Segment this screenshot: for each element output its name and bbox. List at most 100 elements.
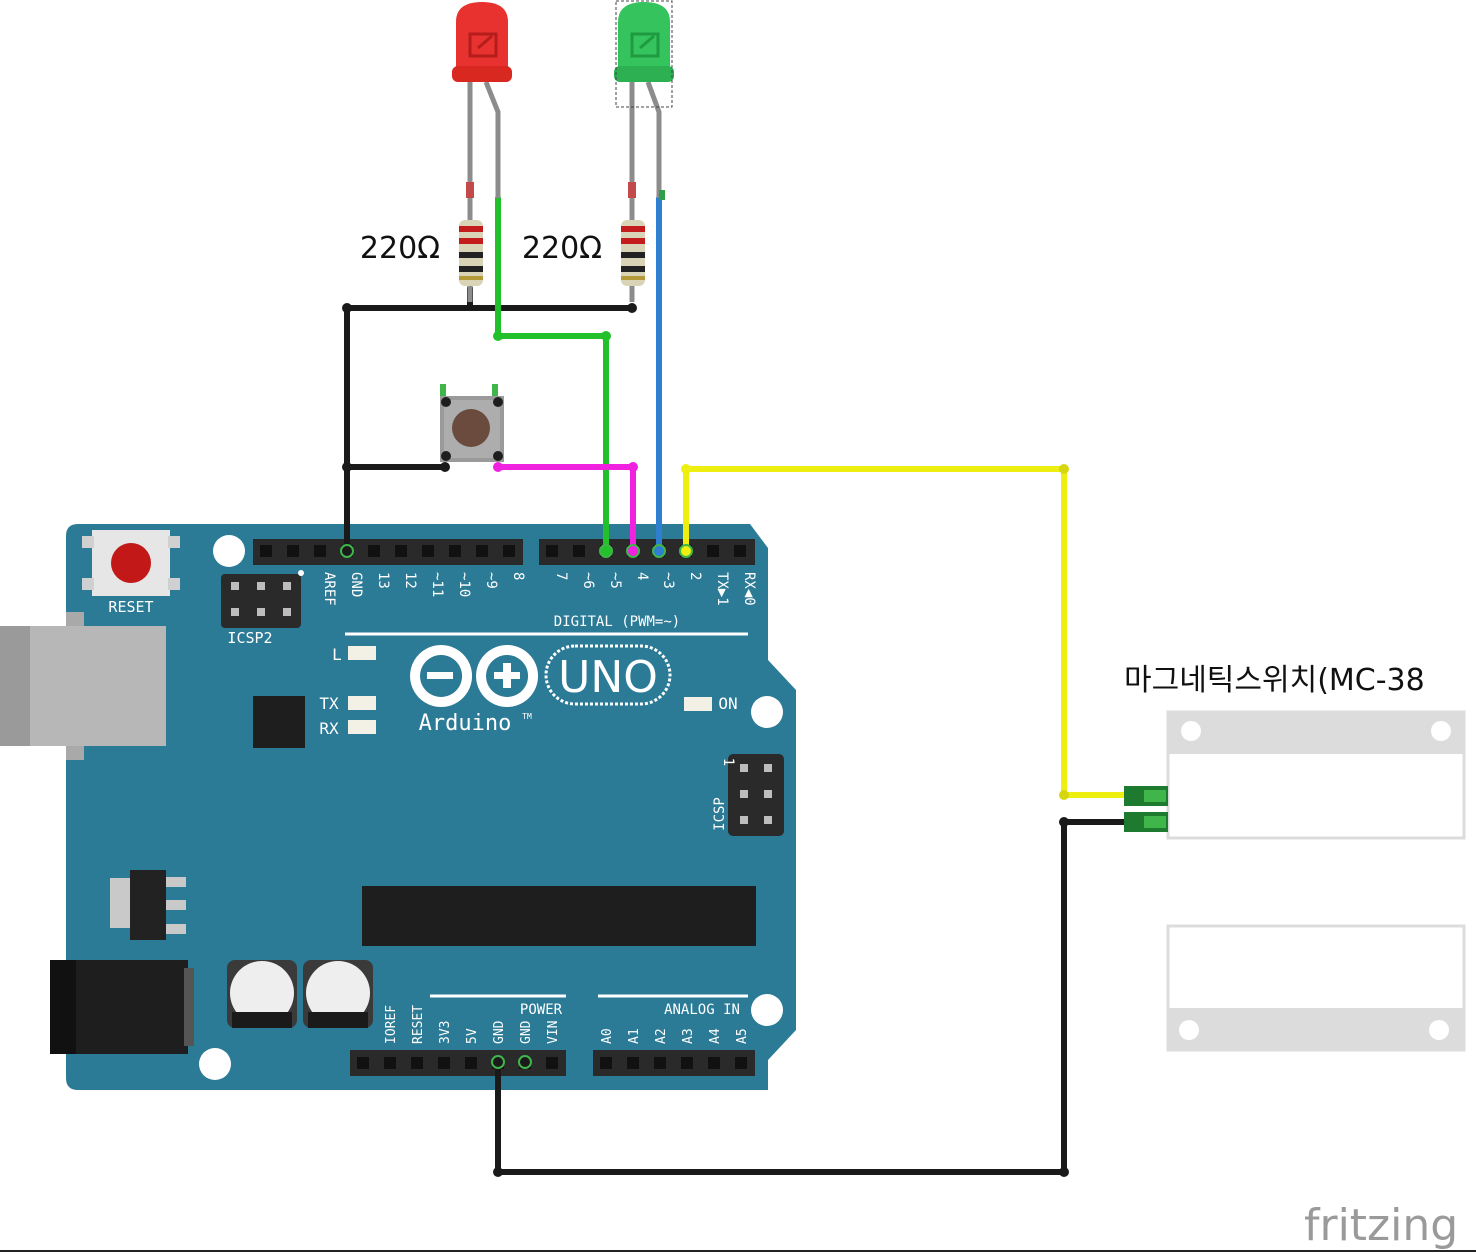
pin-hole xyxy=(368,545,380,557)
icsp-header xyxy=(728,754,784,836)
mount-hole xyxy=(751,696,783,728)
magnetic-switch-label: 마그네틱스위치(MC-38 xyxy=(1124,663,1425,698)
mount-hole xyxy=(751,994,783,1026)
usb-connector xyxy=(0,612,166,760)
pin-hole xyxy=(735,1057,747,1069)
magnetic-switch-magnet xyxy=(1166,924,1466,1052)
power-pin-label: IOREF xyxy=(384,1005,399,1044)
fritzing-watermark: fritzing xyxy=(1304,1200,1458,1251)
pin-hole xyxy=(627,1057,639,1069)
top-pin-label: AREF xyxy=(321,572,337,606)
red-led xyxy=(452,2,512,198)
resistor-label-green: 220Ω xyxy=(522,231,602,266)
pin-hole xyxy=(260,545,272,557)
led-on xyxy=(684,697,712,711)
top-pin-label: ~6 xyxy=(580,572,596,589)
capacitor xyxy=(303,960,373,1028)
power-pin-label: 5V xyxy=(465,1028,480,1044)
led-tx xyxy=(348,696,376,710)
voltage-regulator xyxy=(110,870,186,940)
top-pin-holes xyxy=(260,545,746,557)
top-pin-label: ~9 xyxy=(483,572,499,589)
top-pin-label: 13 xyxy=(375,572,391,589)
resistor-red-led xyxy=(459,198,483,302)
led-l xyxy=(348,646,376,660)
pin-hole xyxy=(503,545,515,557)
bottom-pin-holes xyxy=(357,1057,747,1069)
wire-red-led-pin5 xyxy=(495,195,609,554)
selection-box xyxy=(615,0,673,108)
pin-hole xyxy=(546,1057,558,1069)
power-pin-label: GND xyxy=(519,1020,534,1044)
top-pin-label: 12 xyxy=(402,572,418,589)
pin-hole xyxy=(411,1057,423,1069)
mount-hole xyxy=(213,535,245,567)
pin-hole xyxy=(287,545,299,557)
icsp2-header xyxy=(221,570,304,628)
pin-hole xyxy=(681,1057,693,1069)
digital-label: DIGITAL (PWM=~) xyxy=(554,614,680,630)
analog-header xyxy=(593,1050,755,1076)
analog-pin-label: A3 xyxy=(681,1028,696,1044)
pin-hole xyxy=(465,1057,477,1069)
led-tx-label: TX xyxy=(319,694,339,713)
pin-hole xyxy=(654,1057,666,1069)
capacitor xyxy=(227,960,297,1028)
power-jack xyxy=(50,960,194,1054)
uno-badge xyxy=(544,644,672,706)
pin-contacts xyxy=(340,544,693,1069)
analog-pin-label: A5 xyxy=(735,1028,750,1044)
analog-pin-label: A2 xyxy=(654,1028,669,1044)
power-pin-label: VIN xyxy=(546,1021,561,1044)
pin-hole xyxy=(357,1057,369,1069)
pin-hole xyxy=(476,545,488,557)
top-pin-label: ~11 xyxy=(429,572,445,597)
pin-hole xyxy=(395,545,407,557)
usb-chip xyxy=(253,696,305,748)
mount-hole xyxy=(199,1048,231,1080)
pin-hole xyxy=(384,1057,396,1069)
uno-text: UNO xyxy=(558,652,658,703)
analog-pin-label: A0 xyxy=(600,1028,615,1044)
top-pin-label: GND xyxy=(348,572,364,597)
resistor-label-red: 220Ω xyxy=(360,231,440,266)
top-pin-label: ~3 xyxy=(660,572,676,589)
top-pin-label: 2 xyxy=(687,572,703,580)
analog-pin-label: A4 xyxy=(708,1028,723,1044)
power-label: POWER xyxy=(520,1002,563,1018)
pin-hole xyxy=(422,545,434,557)
led-rx xyxy=(348,720,376,734)
power-pin-label: GND xyxy=(492,1020,507,1044)
led-on-label: ON xyxy=(718,694,737,713)
reset-button[interactable] xyxy=(82,530,180,596)
pin-hole xyxy=(573,545,585,557)
top-pin-label: 7 xyxy=(553,572,569,580)
digital-header-low xyxy=(539,539,755,565)
analog-label: ANALOG IN xyxy=(664,1002,740,1018)
pin-hole xyxy=(546,545,558,557)
pin-hole xyxy=(438,1057,450,1069)
reset-label: RESET xyxy=(108,598,153,616)
pin-hole xyxy=(708,1057,720,1069)
arduino-logo xyxy=(410,645,539,707)
pin-hole xyxy=(600,1057,612,1069)
icsp-label: ICSP xyxy=(712,797,728,831)
pin-hole xyxy=(734,545,746,557)
top-pin-label: TX▶1 xyxy=(714,572,730,606)
top-pin-label: 8 xyxy=(510,572,526,580)
pin-hole xyxy=(314,545,326,557)
icsp-pin1-label: 1 xyxy=(720,758,736,766)
wire-joints xyxy=(342,303,1069,1177)
power-header xyxy=(350,1050,566,1076)
led-rx-label: RX xyxy=(319,719,339,738)
atmega-chip xyxy=(362,886,756,946)
trademark: TM xyxy=(522,712,532,721)
arduino-wordmark: Arduino xyxy=(419,711,512,736)
led-l-label: L xyxy=(332,645,342,664)
resistor-green-led xyxy=(621,198,645,302)
icsp2-label: ICSP2 xyxy=(227,629,272,647)
top-pin-label: RX◀0 xyxy=(741,572,757,606)
